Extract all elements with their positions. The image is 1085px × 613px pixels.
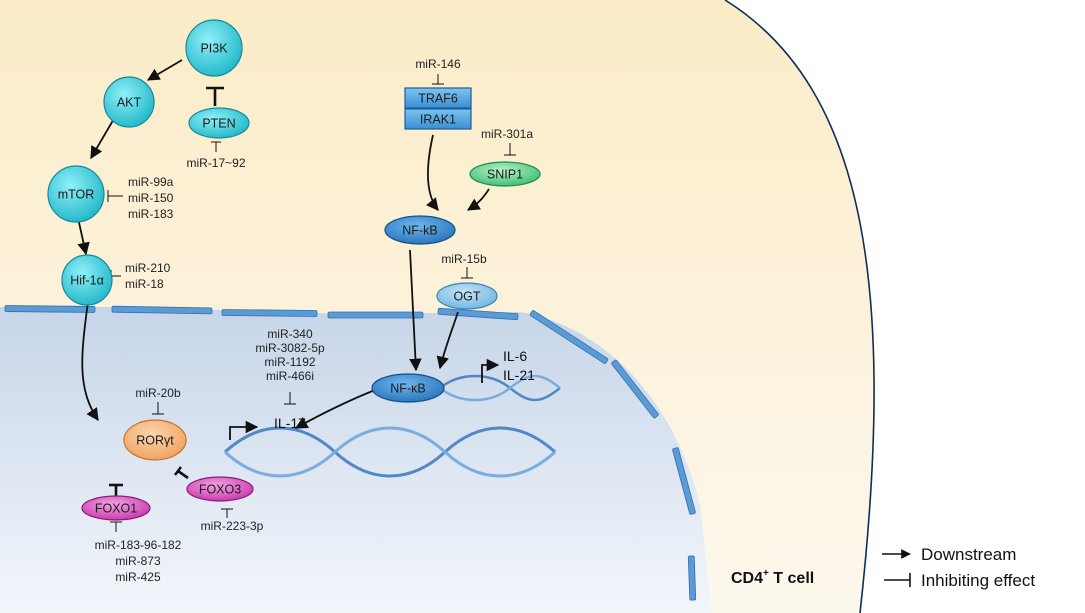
cell-membrane xyxy=(724,0,875,613)
mirna-il17-3: miR-1192 xyxy=(264,355,315,369)
svg-text:TRAF6: TRAF6 xyxy=(418,91,458,105)
mirna-mtor-1: miR-99a xyxy=(128,175,174,189)
transcription-arrows xyxy=(229,358,500,440)
node-hif1a: Hif-1α xyxy=(61,254,113,306)
node-foxo3: FOXO3 xyxy=(186,476,254,502)
mirna-traf6: miR-146 xyxy=(415,57,461,71)
gene-il17: IL-17 xyxy=(274,415,306,431)
svg-text:Inhibiting effect: Inhibiting effect xyxy=(921,571,1035,590)
mirna-pten: miR-17~92 xyxy=(186,156,245,170)
node-snip1: SNIP1 xyxy=(469,161,541,187)
svg-text:NF-κB: NF-κB xyxy=(390,381,425,395)
legend-downstream: Downstream xyxy=(882,545,1016,564)
inhibition-marks xyxy=(107,74,516,532)
mirna-il17-1: miR-340 xyxy=(267,327,313,341)
mirna-mtor-2: miR-150 xyxy=(128,191,174,205)
cell-type-label: CD4+ T cell xyxy=(731,568,814,587)
svg-text:SNIP1: SNIP1 xyxy=(487,167,523,181)
node-foxo1: FOXO1 xyxy=(81,495,151,521)
svg-text:Downstream: Downstream xyxy=(921,545,1016,564)
mirna-hif1a-2: miR-18 xyxy=(125,277,164,291)
svg-text:PI3K: PI3K xyxy=(200,41,228,55)
svg-text:FOXO3: FOXO3 xyxy=(199,482,241,496)
mirna-ogt: miR-15b xyxy=(441,252,487,266)
dna-helix-il6 xyxy=(439,374,561,402)
nuclear-envelope xyxy=(4,305,697,601)
mirna-snip1: miR-301a xyxy=(481,127,533,141)
svg-text:FOXO1: FOXO1 xyxy=(95,501,137,515)
node-pten: PTEN xyxy=(188,107,250,139)
svg-text:NF-kB: NF-kB xyxy=(402,223,437,237)
gene-il6: IL-6 xyxy=(503,348,527,364)
mirna-hif1a-1: miR-210 xyxy=(125,261,171,275)
node-akt: AKT xyxy=(103,76,155,128)
node-irak1: IRAK1 xyxy=(404,108,472,130)
node-roryt: RORγt xyxy=(123,419,187,461)
nucleus xyxy=(0,305,712,613)
legend: Downstream Inhibiting effect xyxy=(882,545,1035,590)
node-mtor: mTOR xyxy=(47,165,105,223)
svg-text:mTOR: mTOR xyxy=(58,187,95,201)
dna-helix-il17 xyxy=(223,426,557,478)
mirna-roryt: miR-20b xyxy=(135,386,181,400)
mirna-mtor-3: miR-183 xyxy=(128,207,174,221)
svg-text:PTEN: PTEN xyxy=(202,116,235,130)
svg-text:Hif-1α: Hif-1α xyxy=(70,273,104,287)
node-traf6: TRAF6 xyxy=(404,87,472,109)
node-ogt: OGT xyxy=(436,282,498,310)
mirna-il17-2: miR-3082-5p xyxy=(255,341,325,355)
gene-il21: IL-21 xyxy=(503,367,535,383)
svg-text:RORγt: RORγt xyxy=(136,433,174,447)
mirna-labels: miR-17~92 miR-99a miR-150 miR-183 miR-21… xyxy=(95,57,534,584)
mirna-il17-4: miR-466i xyxy=(266,369,314,383)
gene-labels: IL-17 IL-6 IL-21 xyxy=(274,348,535,431)
svg-text:OGT: OGT xyxy=(453,289,480,303)
node-nfkb-cytoplasm: NF-kB xyxy=(384,215,456,245)
mirna-foxo1-2: miR-873 xyxy=(115,554,161,568)
mirna-foxo1-1: miR-183-96-182 xyxy=(95,538,182,552)
svg-text:IRAK1: IRAK1 xyxy=(420,112,456,126)
mirna-foxo1-3: miR-425 xyxy=(115,570,161,584)
downstream-arrows xyxy=(77,59,490,429)
node-pi3k: PI3K xyxy=(185,19,243,77)
legend-inhibiting: Inhibiting effect xyxy=(884,571,1035,590)
mirna-foxo3: miR-223-3p xyxy=(201,519,264,533)
node-nfkb-nucleus: NF-κB xyxy=(371,373,445,403)
svg-text:AKT: AKT xyxy=(117,95,142,109)
